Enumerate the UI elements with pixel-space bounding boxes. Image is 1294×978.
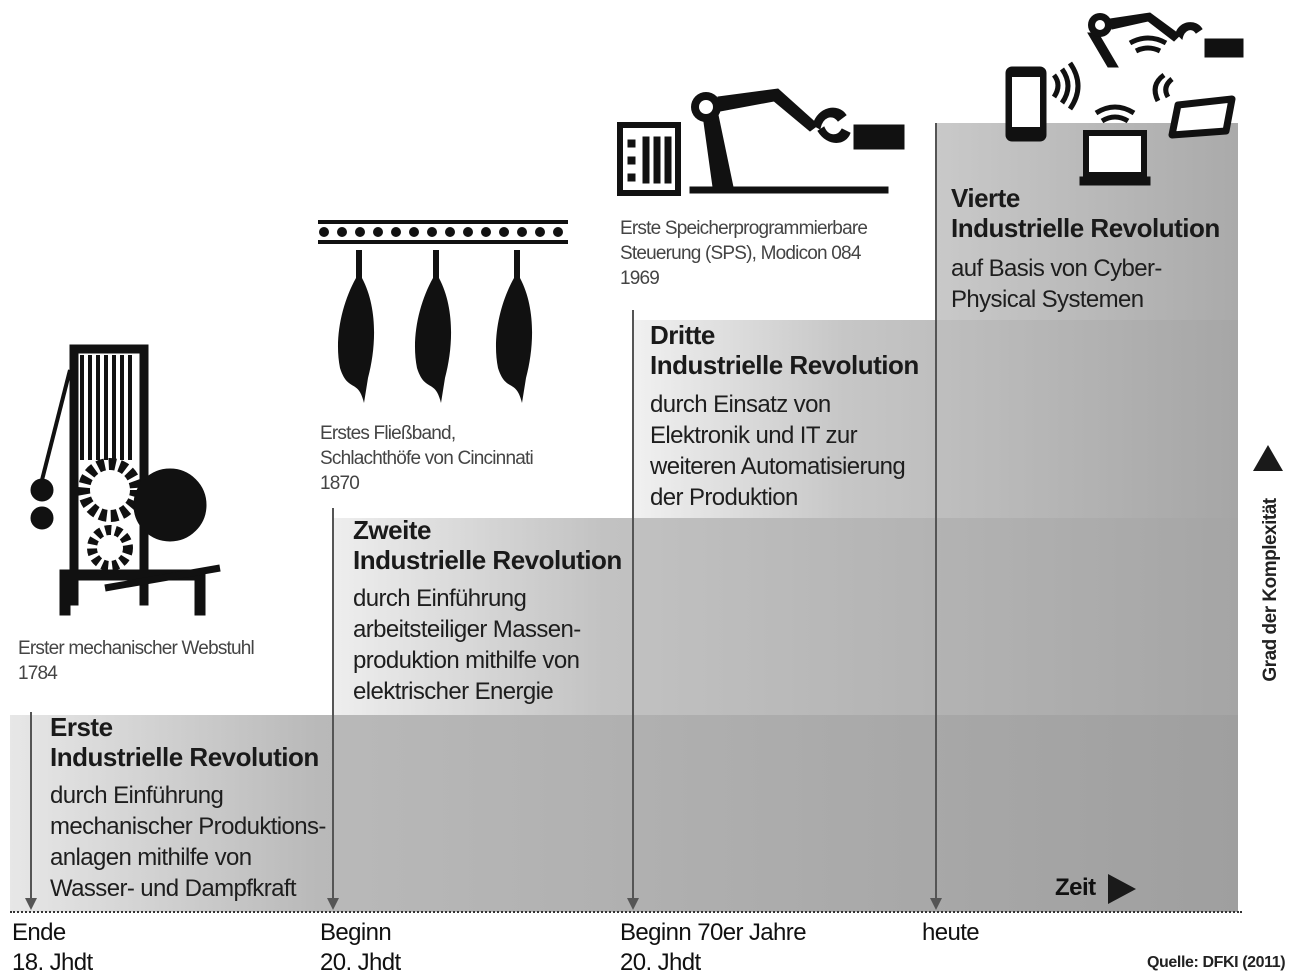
time-label-2-line-2: 20. Jhdt [320, 949, 401, 976]
marker-arrowhead-3 [627, 898, 639, 910]
stage-4-desc-line-2: Physical Systemen [951, 286, 1144, 313]
stage-2-desc-line-2: arbeitsteiliger Massen- [353, 616, 581, 643]
stage-1-title-line-1: Erste [50, 712, 113, 742]
caption-2-line-2: Schlachthöfe von Cincinnati [320, 448, 534, 469]
x-axis-label: Zeit [1055, 874, 1096, 901]
marker-line-2 [332, 508, 334, 900]
caption-2-line-1: Erstes Fließband, [320, 423, 456, 444]
robot-arm-icon [617, 88, 905, 196]
caption-2: Erstes Fließband, Schlachthöfe von Cinci… [320, 421, 534, 496]
time-label-1-line-2: 18. Jhdt [12, 949, 93, 976]
stage-3-desc-line-2: Elektronik und IT zur [650, 422, 858, 449]
time-label-1: Ende 18. Jhdt [12, 918, 93, 978]
caption-1-line-1: Erster mechanischer Webstuhl [18, 638, 255, 659]
complexity-arrow-icon [1253, 445, 1283, 471]
stage-1-desc-line-1: durch Einführung [50, 782, 224, 809]
stage-1-title-line-2: Industrielle Revolution [50, 742, 319, 772]
loom-icon [30, 344, 221, 616]
time-label-2: Beginn 20. Jhdt [320, 918, 401, 978]
stage-4-title-line-1: Vierte [951, 183, 1020, 213]
stage-4-title: Vierte Industrielle Revolution [951, 183, 1220, 243]
marker-arrowhead-1 [25, 898, 37, 910]
marker-line-3 [632, 310, 634, 900]
stage-2-title-line-2: Industrielle Revolution [353, 545, 622, 575]
time-label-3-line-2: 20. Jhdt [620, 949, 701, 976]
stage-1-desc-line-3: anlagen mithilfe von [50, 844, 252, 871]
caption-2-line-3: 1870 [320, 473, 360, 494]
stage-3-title-line-2: Industrielle Revolution [650, 350, 919, 380]
stage-4-title-line-2: Industrielle Revolution [951, 213, 1220, 243]
stage-1-band [10, 715, 1238, 912]
time-label-2-line-1: Beginn [320, 919, 392, 946]
stage-1-title: Erste Industrielle Revolution [50, 712, 319, 772]
time-label-1-line-1: Ende [12, 919, 66, 946]
caption-1: Erster mechanischer Webstuhl 1784 [18, 636, 255, 686]
y-axis-label: Grad der Komplexität [1256, 490, 1286, 690]
marker-arrowhead-4 [930, 898, 942, 910]
time-arrow-icon [1108, 874, 1136, 904]
time-label-4: heute [922, 918, 980, 948]
stage-2-title: Zweite Industrielle Revolution [353, 515, 622, 575]
stage-2-desc-line-1: durch Einführung [353, 585, 527, 612]
stage-3-desc-line-1: durch Einsatz von [650, 391, 831, 418]
assembly-line-icon [318, 220, 568, 403]
stage-3-desc-line-3: weiteren Automatisierung [650, 453, 906, 480]
caption-3-line-3: 1969 [620, 268, 660, 289]
caption-3-line-1: Erste Speicherprogrammierbare [620, 218, 868, 239]
stage-2-description: durch Einführung arbeitsteiliger Massen-… [353, 583, 581, 707]
stage-2-band [333, 518, 1238, 715]
stage-3-desc-line-4: der Produktion [650, 484, 798, 511]
marker-arrowhead-2 [327, 898, 339, 910]
source-credit: Quelle: DFKI (2011) [1147, 954, 1286, 971]
time-baseline [10, 911, 1242, 913]
stage-2-desc-line-4: elektrischer Energie [353, 678, 554, 705]
time-label-3: Beginn 70er Jahre 20. Jhdt [620, 918, 807, 978]
stage-1-desc-line-2: mechanischer Produktions- [50, 813, 326, 840]
caption-3-line-2: Steuerung (SPS), Modicon 084 [620, 243, 861, 264]
stage-1-description: durch Einführung mechanischer Produktion… [50, 780, 326, 904]
connected-devices-icon [1005, 12, 1244, 186]
stage-4-description: auf Basis von Cyber- Physical Systemen [951, 253, 1162, 315]
stage-2-desc-line-3: produktion mithilfe von [353, 647, 580, 674]
stage-3-title-line-1: Dritte [650, 320, 715, 350]
stage-3-title: Dritte Industrielle Revolution [650, 320, 919, 380]
time-label-4-line-1: heute [922, 919, 980, 946]
stage-2-title-line-1: Zweite [353, 515, 431, 545]
stage-3-description: durch Einsatz von Elektronik und IT zur … [650, 389, 906, 513]
y-axis-label-text: Grad der Komplexität [1260, 498, 1281, 682]
stage-1-desc-line-4: Wasser- und Dampfkraft [50, 875, 297, 902]
time-label-3-line-1: Beginn 70er Jahre [620, 919, 807, 946]
stage-4-desc-line-1: auf Basis von Cyber- [951, 255, 1162, 282]
caption-3: Erste Speicherprogrammierbare Steuerung … [620, 216, 868, 291]
marker-line-1 [30, 712, 32, 900]
marker-line-4 [935, 123, 937, 900]
caption-1-line-2: 1784 [18, 663, 58, 684]
